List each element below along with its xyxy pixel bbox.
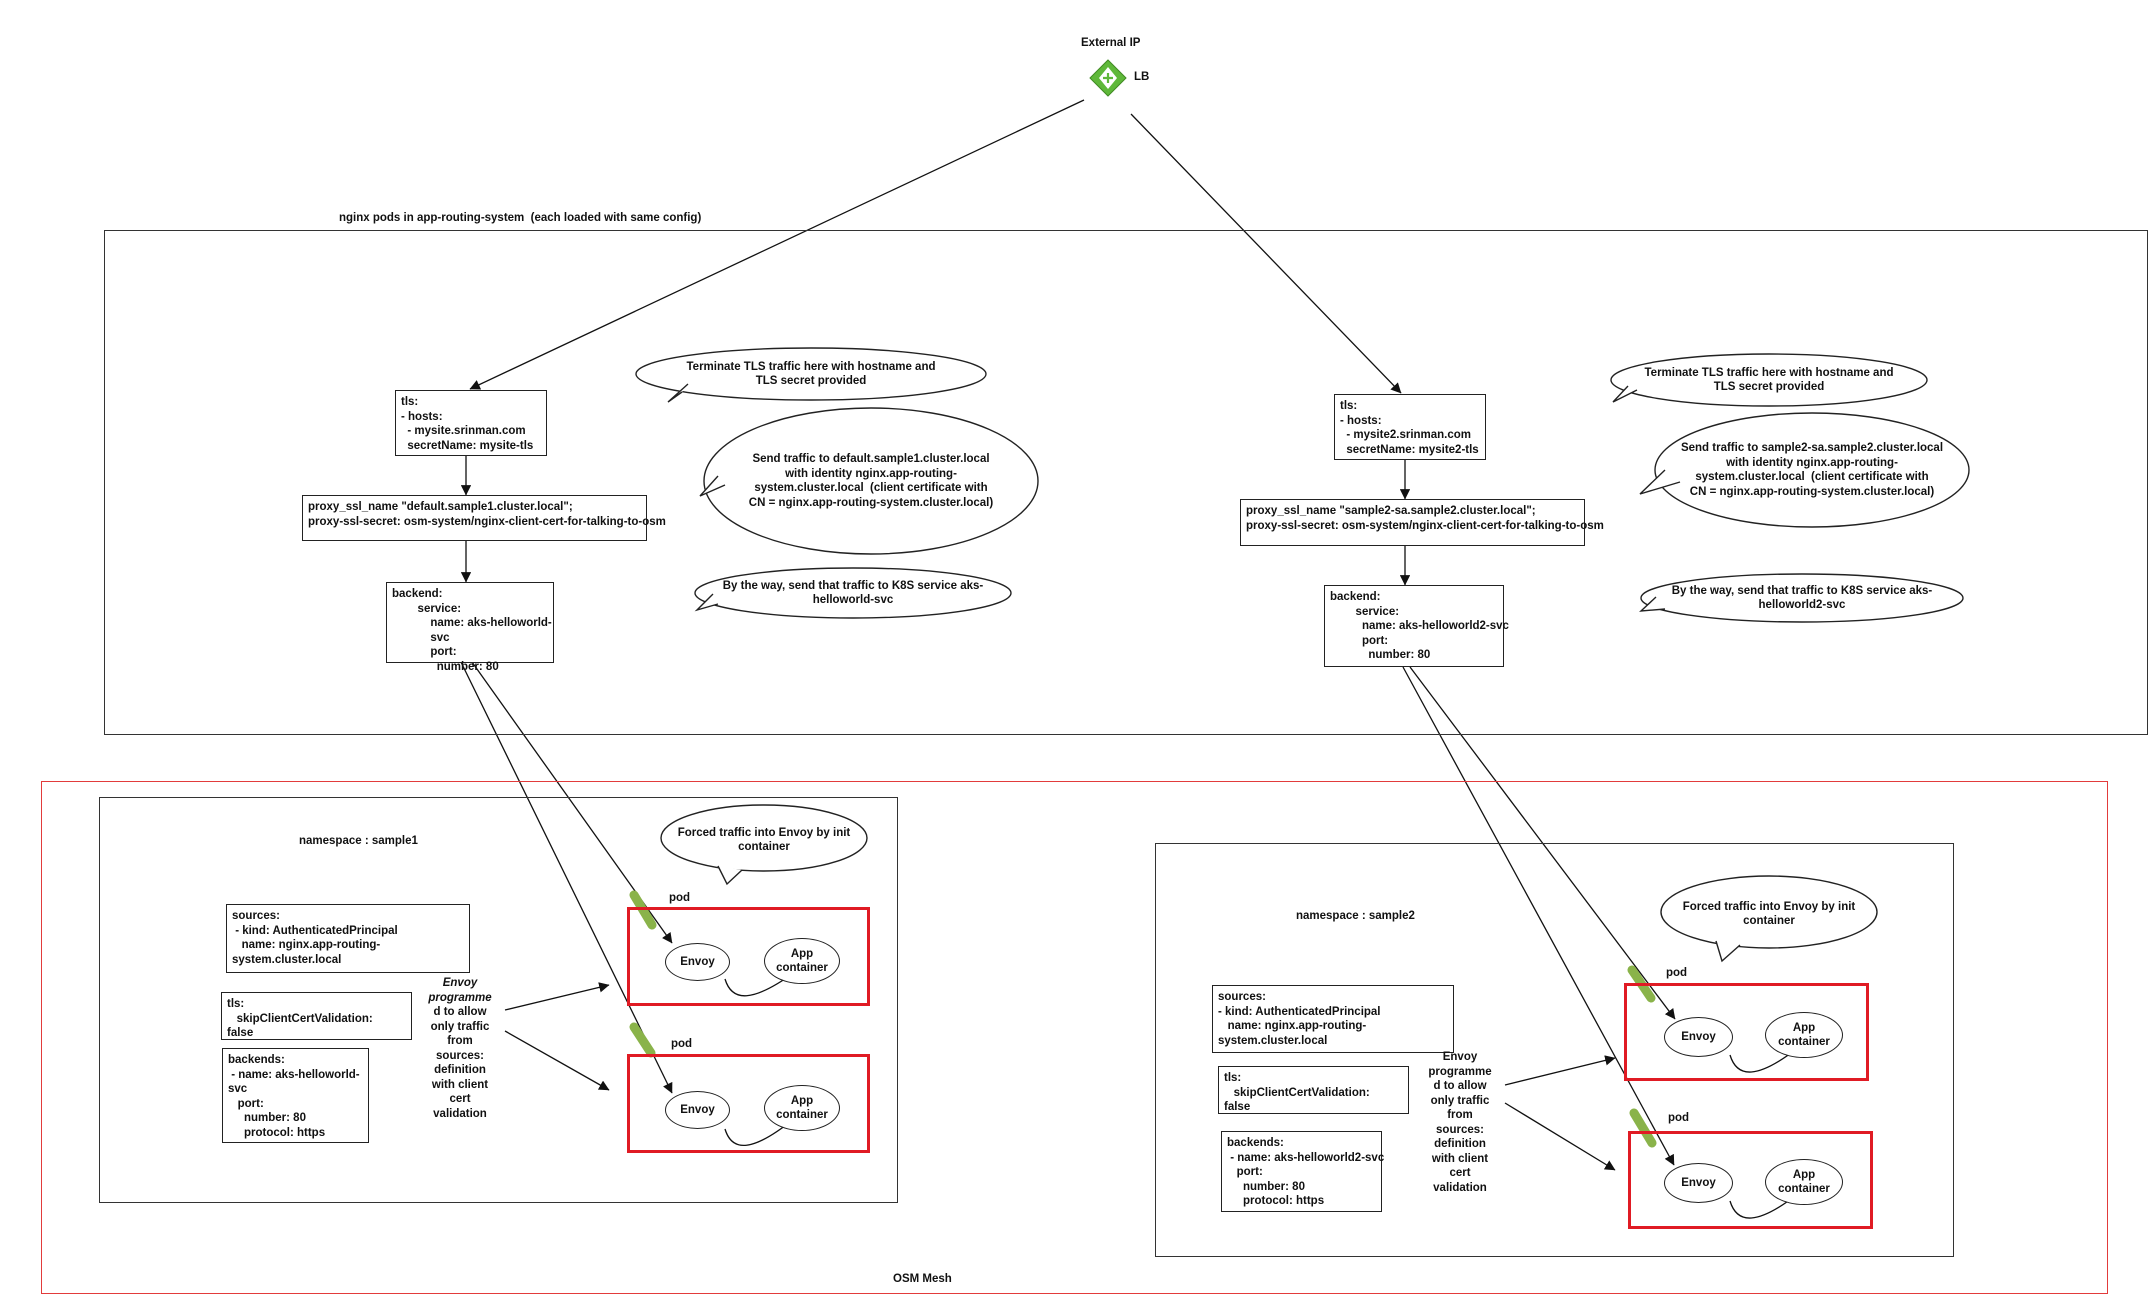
callout-tail-tls-1 — [667, 383, 689, 403]
ns2-pod1-app-container: App container — [1765, 1012, 1843, 1058]
osm-mesh-frame — [41, 781, 2108, 1294]
load-balancer-icon — [1089, 59, 1127, 97]
ns1-pod1-label: pod — [669, 892, 691, 904]
ns2-backends-box: backends: - name: aks-helloworld2-svc po… — [1221, 1131, 1384, 1212]
edge-lb-to-site2-tls — [1130, 113, 1402, 394]
osm-mesh-label: OSM Mesh — [893, 1273, 952, 1285]
callout-tail-tls-2 — [1612, 385, 1638, 403]
edge-backend1-to-ns1-pod2 — [457, 655, 673, 1094]
namespace-sample1-title: namespace : sample1 — [299, 835, 418, 847]
site1-callout-btw: By the way, send that traffic to K8S ser… — [722, 579, 984, 607]
edge-lb-to-site1-tls — [469, 99, 1085, 390]
callout-tail-btw-2 — [1639, 596, 1666, 612]
callout-bubble-forced-1 — [660, 804, 868, 872]
ns1-pod2-app-container: App container — [764, 1085, 840, 1131]
edge-ns1-note-to-pod1 — [504, 982, 610, 1011]
sidecar-marker-ns1-pod2 — [629, 1022, 656, 1058]
callout-bubble-send-2 — [1654, 412, 1970, 528]
ns2-pod2[interactable] — [1628, 1131, 1873, 1229]
callout-bubble-forced-2 — [1660, 875, 1878, 949]
edge-backend2-to-ns2-pod2 — [1402, 666, 1675, 1166]
ns1-tls-box: tls: skipClientCertValidation: false — [221, 992, 412, 1040]
site1-backend-box: backend: service: name: aks-helloworld- … — [386, 582, 554, 673]
ns2-pod2-app-container: App container — [1765, 1159, 1843, 1205]
ns1-pod2-label: pod — [671, 1038, 693, 1050]
namespace-sample2-title: namespace : sample2 — [1296, 910, 1415, 922]
ns2-pod1-envoy: Envoy — [1664, 1017, 1733, 1057]
ns2-pod1[interactable] — [1624, 983, 1869, 1081]
ns2-pod2-label: pod — [1668, 1112, 1690, 1124]
ns1-backends-box: backends: - name: aks-helloworld- svc po… — [222, 1048, 369, 1143]
nginx-frame-label: nginx pods in app-routing-system (each l… — [339, 212, 702, 224]
ns2-sources-box: sources: - kind: AuthenticatedPrincipal … — [1212, 985, 1454, 1053]
site2-callout-btw: By the way, send that traffic to K8S ser… — [1671, 584, 1933, 612]
callout-tail-send-1 — [699, 475, 726, 497]
edge-ns1-note-to-pod2 — [504, 1030, 610, 1091]
ns2-pod1-label: pod — [1666, 967, 1688, 979]
callout-tail-forced-2 — [1715, 940, 1741, 963]
ns1-callout-forced: Forced traffic into Envoy by init contai… — [677, 826, 851, 854]
site1-tls-box: tls: - hosts: - mysite.srinman.com secre… — [395, 390, 547, 456]
edge-ns2-note-to-pod1 — [1504, 1055, 1616, 1086]
site1-proxy-box: proxy_ssl_name "default.sample1.cluster.… — [302, 495, 666, 541]
ns1-pod1-app-container: App container — [764, 938, 840, 984]
site1-callout-tls: Terminate TLS traffic here with hostname… — [686, 360, 936, 388]
ns2-tls-box: tls: skipClientCertValidation: false — [1218, 1066, 1409, 1114]
callout-bubble-send-1 — [703, 407, 1039, 555]
namespace-sample2-frame — [1155, 843, 1954, 1257]
ns1-envoy-note-rest: d to allow only traffic from sources: de… — [430, 1006, 490, 1120]
ns1-envoy-note-italic: Envoy programme — [428, 977, 492, 1004]
site2-callout-send: Send traffic to sample2-sa.sample2.clust… — [1680, 442, 1944, 498]
lb-label: LB — [1134, 71, 1150, 83]
callout-bubble-tls-2 — [1610, 353, 1928, 407]
external-ip-label: External IP — [1081, 37, 1141, 49]
ns1-pod1[interactable] — [627, 907, 870, 1006]
callout-tail-forced-1 — [717, 865, 743, 886]
ns1-pod1-envoy: Envoy — [665, 943, 730, 981]
edge-ns2-note-to-pod2 — [1504, 1102, 1616, 1171]
ns1-sources-box: sources: - kind: AuthenticatedPrincipal … — [226, 904, 470, 973]
site1-callout-send: Send traffic to default.sample1.cluster.… — [748, 453, 994, 509]
namespace-sample1-frame — [99, 797, 898, 1203]
ns1-envoy-policy-note: Envoy programme d to allow only traffic … — [418, 976, 502, 1121]
callout-tail-btw-1 — [694, 593, 719, 612]
sidecar-marker-ns2-pod2 — [1629, 1108, 1657, 1148]
ns2-envoy-policy-note: Envoy programme d to allow only traffic … — [1428, 1051, 1492, 1194]
ns1-pod2-envoy: Envoy — [665, 1091, 730, 1129]
callout-bubble-btw-1 — [694, 567, 1012, 619]
nginx-pods-frame — [104, 230, 2148, 735]
callout-bubble-btw-2 — [1640, 573, 1964, 623]
site2-callout-tls: Terminate TLS traffic here with hostname… — [1644, 366, 1894, 394]
site2-tls-box: tls: - hosts: - mysite2.srinman.com secr… — [1334, 394, 1486, 460]
sidecar-marker-ns1-pod1 — [629, 890, 657, 930]
site2-backend-box: backend: service: name: aks-helloworld2-… — [1324, 585, 1509, 667]
callout-bubble-tls-1 — [635, 347, 987, 401]
callout-tail-send-2 — [1639, 469, 1681, 495]
ns1-pod2[interactable] — [627, 1054, 870, 1153]
ns2-pod2-envoy: Envoy — [1664, 1163, 1733, 1203]
ns2-callout-forced: Forced traffic into Envoy by init contai… — [1682, 900, 1856, 928]
site2-proxy-box: proxy_ssl_name "sample2-sa.sample2.clust… — [1240, 499, 1604, 546]
